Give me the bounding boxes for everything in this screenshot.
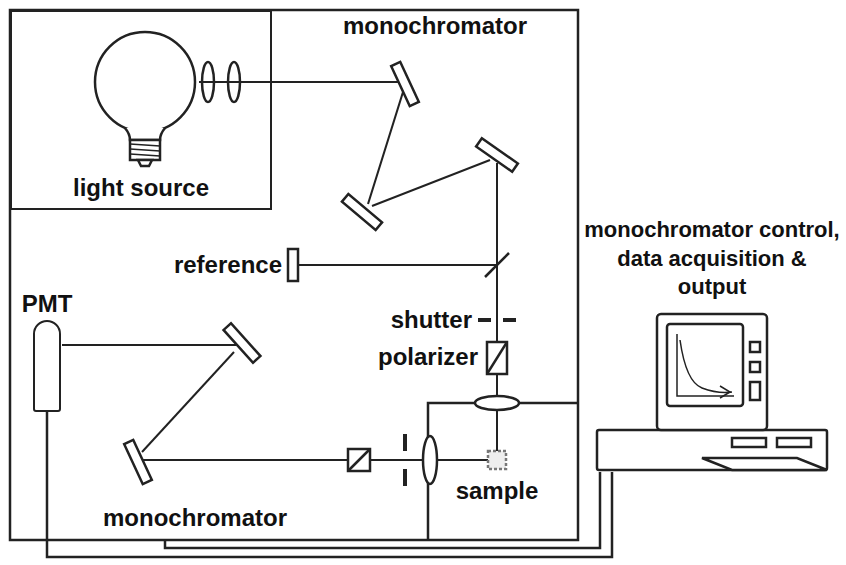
instrument-housing <box>10 10 578 540</box>
optics <box>124 62 519 486</box>
computer-icon <box>597 314 827 470</box>
shutter-blades <box>478 318 516 322</box>
photomultiplier: PMT <box>22 290 72 412</box>
mirror <box>124 440 152 484</box>
component-label: shutter <box>391 306 472 334</box>
light-beam <box>368 92 403 204</box>
mirror <box>224 323 261 362</box>
component-label: polarizer <box>378 343 478 371</box>
analyzer-prism <box>348 449 370 471</box>
slit <box>403 434 407 486</box>
light-source-box: light source <box>10 10 272 210</box>
housing <box>10 10 578 540</box>
beam-splitter <box>485 253 509 277</box>
node-label: monochromator control, data acquisition … <box>582 216 842 302</box>
pmt-tube <box>33 320 61 412</box>
emission-beam <box>142 352 234 452</box>
component-label: sample <box>456 477 539 505</box>
polarizer-prism <box>487 342 507 374</box>
analyzer-prism <box>348 449 370 471</box>
light-bulb <box>95 32 195 166</box>
lens <box>202 62 214 102</box>
reference-beam <box>298 264 497 266</box>
beam-path <box>62 82 497 460</box>
node-label: light source <box>73 174 209 202</box>
sample-compartment <box>428 403 578 540</box>
emission-beam <box>62 344 236 346</box>
computer: monochromator control, data acquisition … <box>582 216 842 472</box>
bulb-neck <box>125 128 165 140</box>
disk-drive <box>732 438 766 447</box>
component-label: monochromator <box>343 12 527 40</box>
monitor-knob <box>750 342 760 352</box>
bulb-contact <box>138 160 152 166</box>
mirror <box>342 194 382 230</box>
decay-curve <box>680 340 732 393</box>
component-label: reference <box>174 251 282 279</box>
light-beam <box>372 160 490 206</box>
bulb-base <box>130 140 160 160</box>
computer-icon <box>582 312 842 472</box>
plot-arrow <box>720 386 730 398</box>
mirror <box>391 62 419 106</box>
keyboard <box>702 458 827 470</box>
reference-detector <box>288 249 298 281</box>
lens <box>475 396 519 410</box>
monitor-knob <box>750 362 760 372</box>
component-label: monochromator <box>103 504 287 532</box>
computer-case <box>597 430 827 470</box>
monitor-knob <box>750 382 760 400</box>
lens <box>228 62 240 102</box>
plot-axes <box>677 334 734 396</box>
mirror <box>476 138 518 171</box>
monitor <box>657 314 767 430</box>
polarizer-prism <box>487 342 507 374</box>
bulb-thread <box>130 144 160 156</box>
bulb-glass <box>95 32 195 132</box>
sample-cuvette <box>488 451 506 469</box>
lens <box>423 436 437 484</box>
disk-drive <box>777 438 811 447</box>
node-label: PMT <box>22 290 73 318</box>
signal-cable <box>47 412 612 557</box>
monitor-screen <box>667 324 743 406</box>
